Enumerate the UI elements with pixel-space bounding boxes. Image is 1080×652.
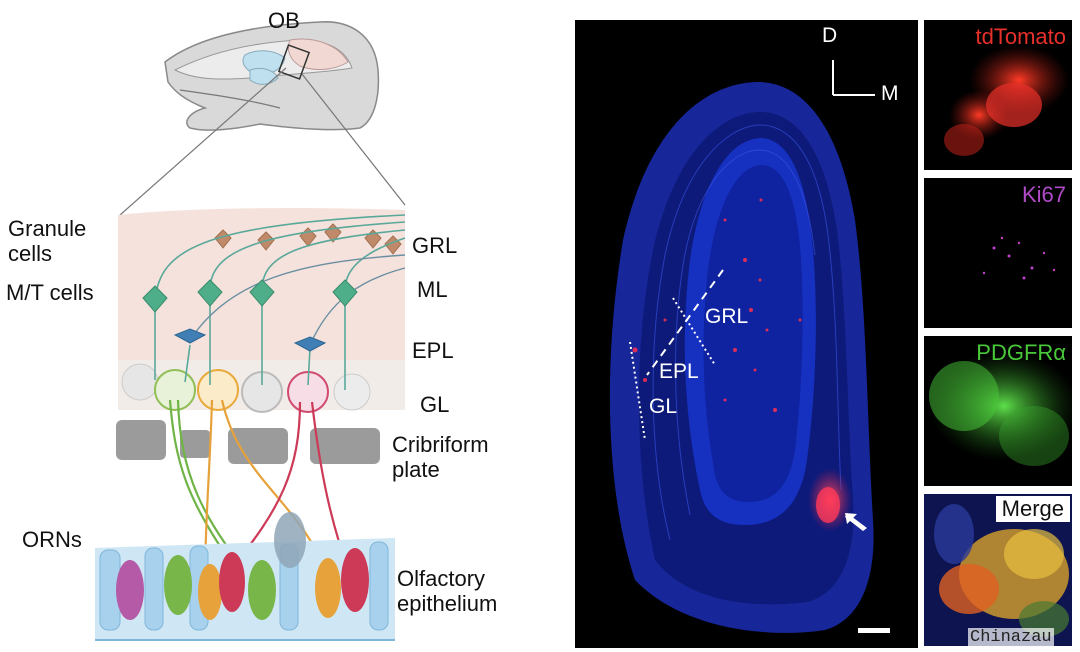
micro-gl-label: GL [649,395,678,418]
grl-label: GRL [412,233,458,258]
micro-grl-label: GRL [705,305,749,328]
pdgfra-panel: PDGFRα [924,336,1072,486]
olfactory-epithelium [95,512,395,641]
olfactory-schematic [95,21,406,641]
bulb-micrograph: D M GRL EPL GL [575,20,918,648]
tdtomato-image [944,45,1069,156]
pdgfra-image [929,351,1072,466]
axis-d-label: D [822,24,838,47]
axis-m-label: M [881,82,899,105]
orns-label: ORNs [22,527,82,552]
cribriform-plate-label: Cribriform plate [392,432,489,482]
mt-cells-label: M/T cells [6,280,94,305]
gl-label: GL [420,392,450,417]
pdgfra-title: PDGFRα [976,340,1066,365]
watermark: Chinazau [968,628,1054,647]
olfactory-epithelium-label: Olfactory epithelium [397,566,498,616]
orientation-axes [832,60,875,96]
merge-title: Merge [995,496,1070,522]
ml-label: ML [417,277,448,302]
ob-label: OB [268,8,300,33]
micrograph-image [609,60,890,633]
micro-epl-label: EPL [659,360,699,383]
arrow-indicator [845,513,867,531]
merge-panel: Merge [924,494,1072,646]
mouse-head-illustration [164,21,380,131]
tdtomato-panel: tdTomato [924,20,1072,170]
scale-bar [858,628,890,633]
tdtomato-title: tdTomato [975,24,1067,49]
olfactory-bulb-layers [118,207,406,413]
ki67-panel: Ki67 [924,178,1072,328]
epl-label: EPL [412,338,454,363]
cribriform-plate [116,420,380,464]
granule-cells-label: Granule cells [8,216,87,266]
ki67-title: Ki67 [1021,182,1066,207]
ki67-image [982,236,1056,280]
